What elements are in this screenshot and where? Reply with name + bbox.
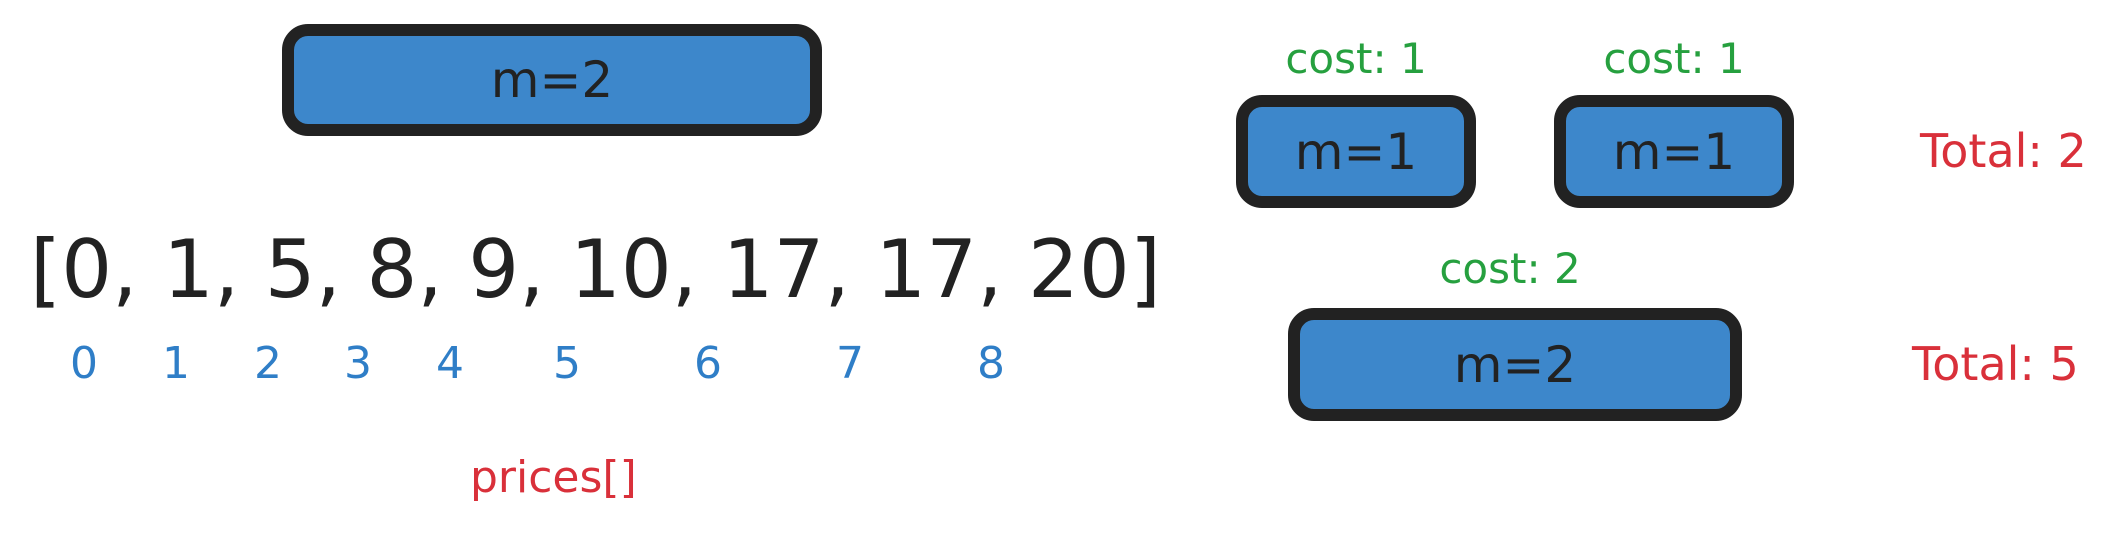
piece-rod: m=1: [1554, 95, 1794, 208]
top-rod: m=2: [282, 24, 822, 136]
piece-label: m=1: [1612, 122, 1736, 181]
piece-label: m=1: [1294, 122, 1418, 181]
array-index: 1: [162, 338, 190, 389]
array-name: prices[]: [470, 452, 637, 503]
array-index: 3: [344, 338, 372, 389]
top-rod-label: m=2: [490, 51, 614, 109]
option2-total: Total: 5: [1912, 337, 2079, 391]
option1-total: Total: 2: [1920, 124, 2087, 178]
array-index: 6: [694, 338, 722, 389]
array-index: 2: [254, 338, 282, 389]
piece-rod: m=2: [1288, 308, 1742, 421]
array-index: 5: [553, 338, 581, 389]
array-index: 0: [70, 338, 98, 389]
piece-cost: cost: 1: [1285, 34, 1427, 83]
array-index: 7: [836, 338, 864, 389]
array-index: 4: [436, 338, 464, 389]
prices-array: [0, 1, 5, 8, 9, 10, 17, 17, 20]: [30, 223, 1161, 316]
piece-cost: cost: 2: [1439, 244, 1581, 293]
array-index: 8: [977, 338, 1005, 389]
piece-cost: cost: 1: [1603, 34, 1745, 83]
piece-rod: m=1: [1236, 95, 1476, 208]
piece-label: m=2: [1453, 335, 1577, 394]
